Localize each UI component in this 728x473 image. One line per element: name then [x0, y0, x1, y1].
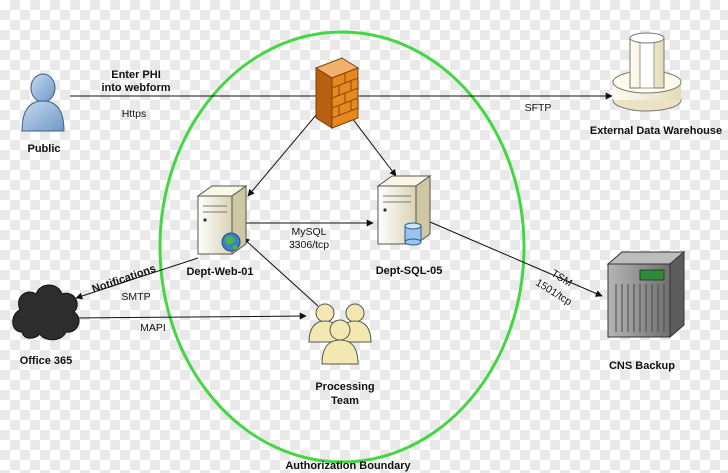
label-dept-web: Dept-Web-01 [186, 266, 253, 278]
firewall-icon [314, 57, 360, 129]
edge-web-office365 [75, 257, 199, 300]
edge-label-enter-phi-2: into webform [101, 82, 170, 94]
edge-firewall-sql [351, 117, 397, 177]
user-icon [21, 73, 65, 132]
edge-label-smtp: SMTP [121, 291, 150, 303]
edge-label-sftp: SFTP [525, 102, 552, 114]
label-authorization-boundary: Authorization Boundary [285, 460, 411, 472]
edge-office365-processing [75, 312, 307, 320]
edge-label-mapi: MAPI [140, 322, 166, 334]
cloud-icon [12, 284, 80, 341]
edge-processing-web [242, 237, 319, 307]
authorization-boundary [158, 30, 526, 464]
people-group-icon [308, 303, 372, 365]
backup-server-icon [606, 250, 686, 339]
label-public: Public [27, 143, 60, 155]
edge-firewall-web [247, 107, 323, 197]
database-server-icon [376, 175, 432, 246]
data-warehouse-icon [612, 32, 682, 112]
label-warehouse: External Data Warehouse [590, 125, 722, 137]
label-processing-line1: Processing [315, 381, 374, 393]
label-processing-line2: Team [331, 395, 359, 407]
label-cns-backup: CNS Backup [609, 360, 675, 372]
edge-label-mysql-1: MySQL [291, 226, 326, 238]
edge-sql-backup [429, 221, 603, 297]
label-office365: Office 365 [20, 355, 73, 367]
label-dept-sql: Dept-SQL-05 [376, 265, 443, 277]
edge-label-enter-phi-1: Enter PHI [111, 69, 161, 81]
web-server-icon [196, 185, 248, 255]
edge-label-mysql-2: 3306/tcp [289, 239, 329, 251]
edge-label-https: Https [122, 108, 147, 120]
